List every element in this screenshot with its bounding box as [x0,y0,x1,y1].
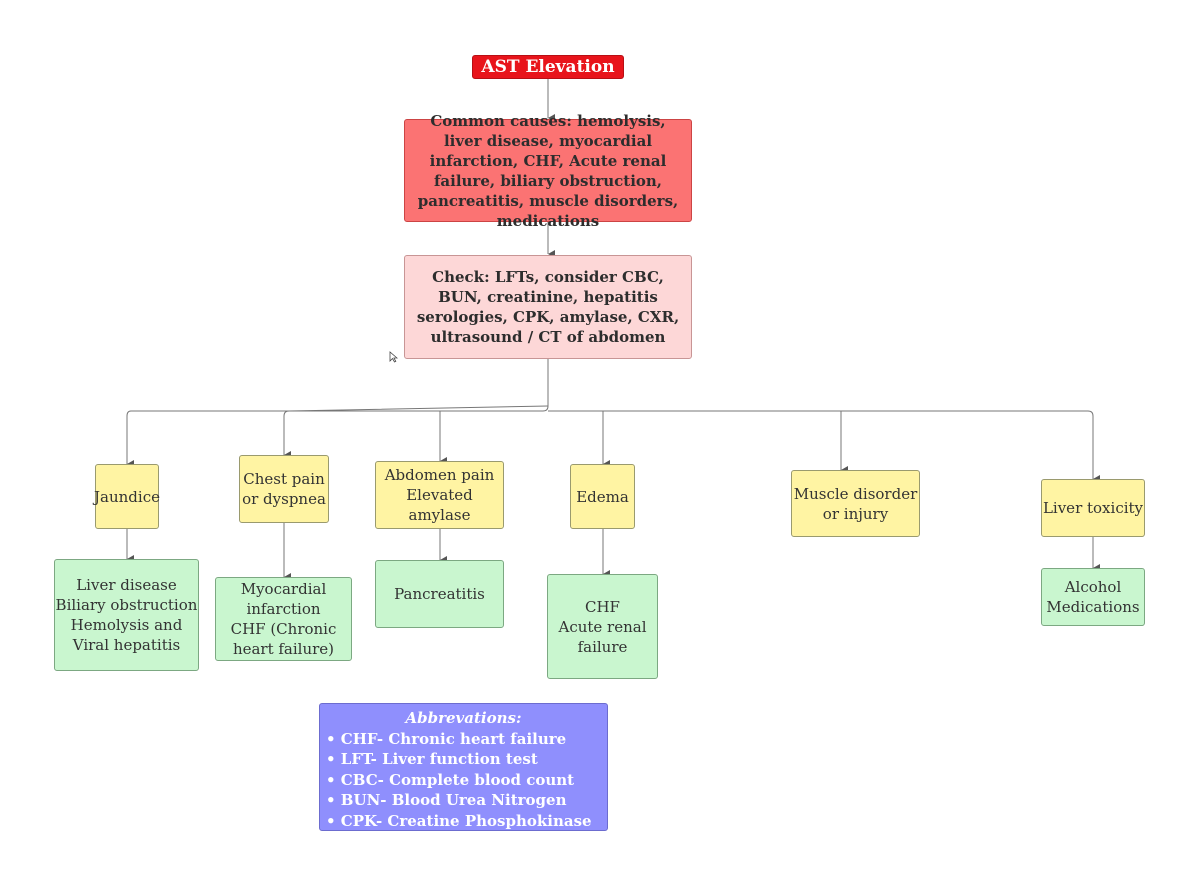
check-text: Check: LFTs, consider CBC, BUN, creatini… [416,268,680,346]
dx-jaundice-line-3: Hemolysis and [70,616,183,634]
abbreviations-title: Abbrevations: [405,709,522,727]
symptom-liver-toxicity: Liver toxicity [1041,479,1145,537]
abbreviation-item: • LFT- Liver function test [326,750,538,768]
dx-chest-line-3: CHF (Chronic [230,620,337,638]
symptom-muscle-disorder: Muscle disorder or injury [791,470,920,537]
title-node: AST Elevation [472,55,624,79]
mouse-cursor-icon [389,351,398,363]
symptom-chest-line-1: Chest pain [243,470,325,488]
symptom-edema: Edema [570,464,635,529]
symptom-chest-line-2: or dyspnea [242,490,326,508]
dx-livertox-line-1: Alcohol [1064,578,1122,596]
symptom-abdomen-pain: Abdomen pain Elevated amylase [375,461,504,529]
symptom-abdomen-line-2: Elevated amylase [406,486,473,524]
symptom-muscle-line-1: Muscle disorder [793,484,918,503]
title-text: AST Elevation [481,57,615,77]
diagnosis-edema: CHF Acute renal failure [547,574,658,679]
dx-chest-line-1: Myocardial [240,580,327,598]
dx-livertox-line-2: Medications [1046,598,1140,616]
dx-abdomen-line: Pancreatitis [394,585,485,603]
symptom-jaundice: Jaundice [94,464,160,529]
dx-edema-line-1: CHF [585,597,620,616]
symptom-edema-line: Edema [576,487,629,506]
diagnosis-chest-pain: Myocardial infarction CHF (Chronic heart… [215,577,352,661]
common-causes-node: Common causes: hemolysis, liver disease,… [404,112,692,230]
edge-branch-chest [283,405,549,459]
diagnosis-jaundice: Liver disease Biliary obstruction Hemoly… [54,559,199,671]
diagnosis-liver-toxicity: Alcohol Medications [1041,568,1145,626]
diagnosis-abdomen: Pancreatitis [375,560,504,628]
common-causes-text: Common causes: hemolysis, liver disease,… [417,111,679,230]
symptom-muscle-line-2: or injury [822,504,889,523]
dx-jaundice-line-1: Liver disease [76,576,177,594]
symptom-jaundice-line: Jaundice [94,487,160,506]
dx-jaundice-line-2: Biliary obstruction [55,596,198,614]
edge-check-branch [126,359,549,468]
dx-jaundice-line-4: Viral hepatitis [72,636,181,654]
dx-edema-line-3: failure [577,637,628,656]
dx-chest-line-4: heart failure) [232,640,335,658]
abbreviation-item: • CBC- Complete blood count [326,770,575,789]
check-node: Check: LFTs, consider CBC, BUN, creatini… [404,255,692,359]
edge-branch-right [548,410,1100,483]
abbreviation-item: • CPK- Creatine Phosphokinase [326,811,592,830]
symptom-chest-pain: Chest pain or dyspnea [239,455,329,523]
abbreviation-item: • BUN- Blood Urea Nitrogen [326,791,567,809]
symptom-abdomen-line-1: Abdomen pain [384,466,495,484]
dx-chest-line-2: infarction [246,600,321,618]
abbreviation-item: • CHF- Chronic heart failure [326,729,567,748]
dx-edema-line-2: Acute renal [558,617,647,636]
abbreviations-box: Abbrevations: • CHF- Chronic heart failu… [319,703,608,831]
symptom-liver-tox-line: Liver toxicity [1042,499,1144,517]
